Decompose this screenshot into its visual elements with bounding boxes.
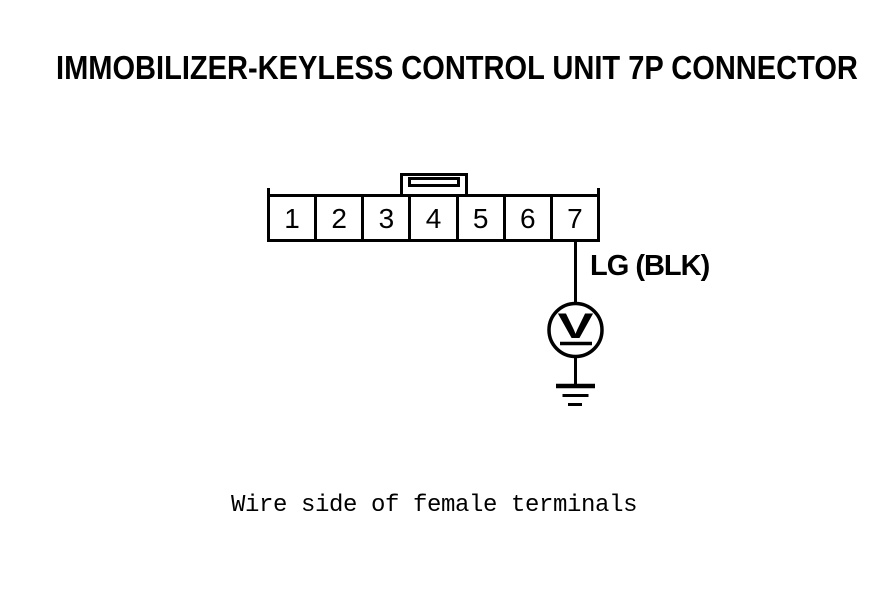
connector-body: 1 2 3 4 5 6 7 <box>267 194 600 242</box>
test-circuit: V <box>547 242 604 406</box>
pin-cell-7: 7 <box>549 197 597 239</box>
ground-icon <box>556 383 595 406</box>
voltmeter-v-glyph: V <box>558 307 595 346</box>
diagram-caption: Wire side of female terminals <box>231 492 638 519</box>
wire-color-label: LG (BLK) <box>590 250 710 282</box>
pin-cell-1: 1 <box>284 202 300 234</box>
pin-cell-3: 3 <box>361 197 408 239</box>
diagram-title: IMMOBILIZER-KEYLESS CONTROL UNIT 7P CONN… <box>56 49 858 86</box>
connector-lock-tab-slot <box>408 177 460 187</box>
connector-left-ear <box>267 188 270 194</box>
pin-cell-6: 6 <box>502 197 550 239</box>
connector-lock-tab-icon <box>400 173 468 195</box>
pin-cell-5: 5 <box>455 197 503 239</box>
pin-cell-4: 4 <box>408 197 455 239</box>
connector-right-ear <box>597 188 600 194</box>
pin-cell-2: 2 <box>314 197 361 239</box>
